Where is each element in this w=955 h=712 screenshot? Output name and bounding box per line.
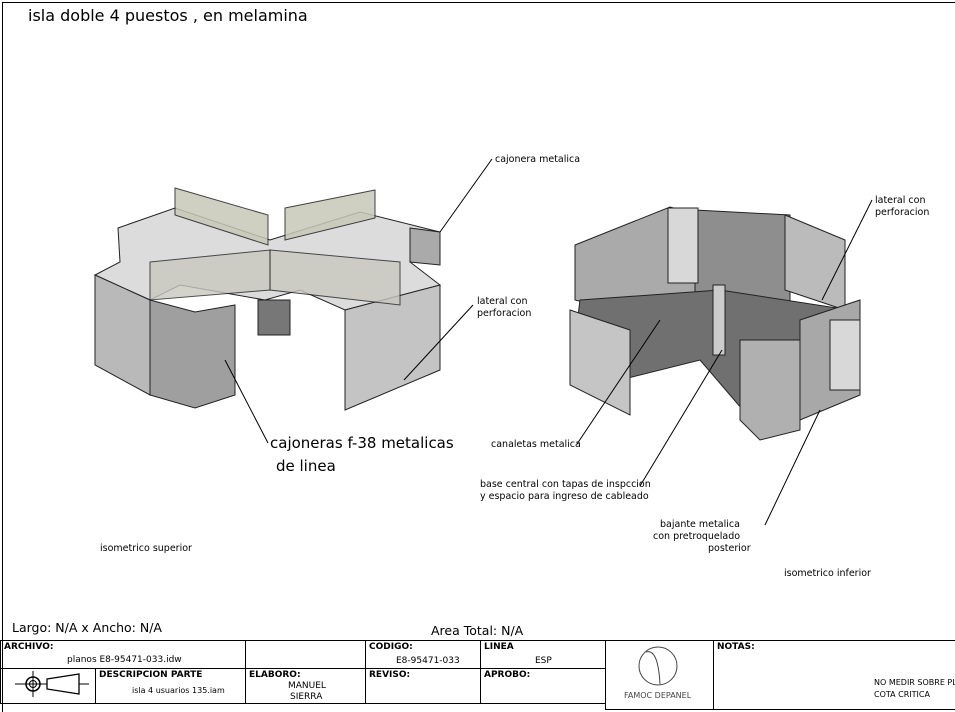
notas-label: NOTAS: [717, 642, 755, 652]
label-base-central-1: base central con tapas de inspccion [480, 479, 651, 490]
label-bajante-1: bajante metalica [660, 519, 740, 530]
descripcion-value: isla 4 usuarios 135.iam [132, 686, 225, 695]
blank-cell [245, 640, 366, 669]
label-lateral-left-2: perforacion [477, 308, 532, 319]
linea-value: ESP [535, 656, 552, 666]
isometric-drawings [93, 158, 873, 526]
view-label-inferior: isometrico inferior [784, 568, 871, 579]
nota-2: COTA CRITICA [874, 690, 930, 699]
archivo-label: ARCHIVO: [4, 642, 54, 652]
label-cajoneras-1: cajoneras f-38 metalicas [270, 434, 454, 452]
label-lateral-right-1: lateral con [875, 195, 926, 206]
elaboro-value-1: MANUEL [288, 681, 326, 691]
linea-cell: LINEA ESP [480, 640, 606, 669]
famoc-logo [638, 646, 678, 686]
aprobo-cell: APROBO: [480, 668, 606, 704]
logo-cell: FAMOC DEPANEL [605, 640, 714, 710]
label-bajante-3: posterior [708, 543, 751, 554]
label-lateral-right-2: perforacion [875, 207, 930, 218]
reviso-label: REVISO: [369, 670, 411, 680]
label-canaletas: canaletas metalica [491, 439, 581, 450]
reviso-cell: REVISO: [365, 668, 481, 704]
codigo-cell: CODIGO: E8-95471-033 [365, 640, 481, 669]
archivo-cell: ARCHIVO: planos E8-95471-033.idw [0, 640, 246, 669]
logo-text: FAMOC DEPANEL [624, 691, 692, 700]
codigo-value: E8-95471-033 [396, 656, 460, 666]
projection-symbol-icon [15, 671, 89, 697]
label-lateral-left-1: lateral con [477, 296, 528, 307]
descripcion-label: DESCRIPCION PARTE [99, 670, 203, 680]
label-base-central-2: y espacio para ingreso de cableado [480, 491, 649, 502]
label-cajonera-metalica: cajonera metalica [495, 154, 581, 165]
archivo-value: planos E8-95471-033.idw [67, 655, 182, 665]
codigo-label: CODIGO: [369, 642, 413, 652]
nota-1: NO MEDIR SOBRE PLANO [874, 678, 955, 687]
leader-lines [224, 158, 873, 526]
projection-symbol-cell [0, 668, 96, 704]
view-label-superior: isometrico superior [100, 543, 192, 554]
label-cajoneras-2: de linea [276, 457, 336, 475]
elaboro-cell: ELABORO: MANUEL SIERRA [245, 668, 366, 704]
isometric-inferior-model [569, 206, 861, 441]
dimensions-size: Largo: N/A x Ancho: N/A [12, 620, 162, 635]
label-bajante-2: con pretroquelado [653, 531, 741, 542]
notas-cell: NOTAS: NO MEDIR SOBRE PLANO COTA CRITICA [713, 640, 955, 710]
isometric-superior-model [93, 187, 442, 411]
aprobo-label: APROBO: [484, 670, 531, 680]
dimensions-area: Area Total: N/A [431, 623, 524, 638]
drawing-title: isla doble 4 puestos , en melamina [28, 6, 308, 25]
elaboro-label: ELABORO: [249, 670, 301, 680]
elaboro-value-2: SIERRA [290, 692, 323, 702]
linea-label: LINEA [484, 642, 514, 652]
descripcion-cell: DESCRIPCION PARTE isla 4 usuarios 135.ia… [95, 668, 246, 704]
